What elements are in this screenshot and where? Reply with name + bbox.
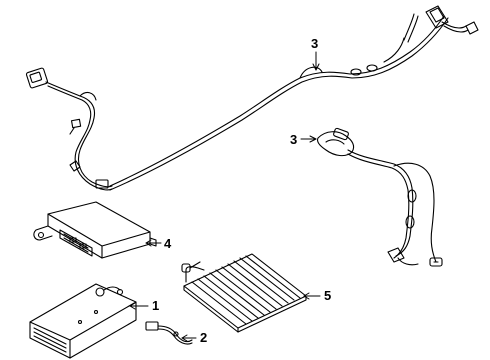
callout-4-label: 4	[164, 236, 172, 251]
callout-5: 5	[303, 288, 331, 303]
callout-3-top-label: 3	[311, 36, 318, 51]
callout-4: 4	[145, 236, 172, 251]
control-module	[33, 201, 157, 259]
callout-1: 1	[129, 298, 159, 313]
callout-3-top: 3	[311, 36, 320, 71]
callout-2: 2	[181, 330, 207, 345]
sensor-lead	[145, 321, 193, 345]
callout-2-label: 2	[200, 330, 207, 345]
callout-3-right-label: 3	[290, 132, 297, 147]
wiring-harness-right	[316, 127, 443, 267]
cooling-plate	[181, 253, 307, 333]
wiring-harness-main	[25, 5, 479, 191]
callout-3-right: 3	[290, 132, 317, 147]
battery-module	[29, 283, 137, 359]
callout-5-label: 5	[324, 288, 331, 303]
callout-1-label: 1	[152, 298, 159, 313]
